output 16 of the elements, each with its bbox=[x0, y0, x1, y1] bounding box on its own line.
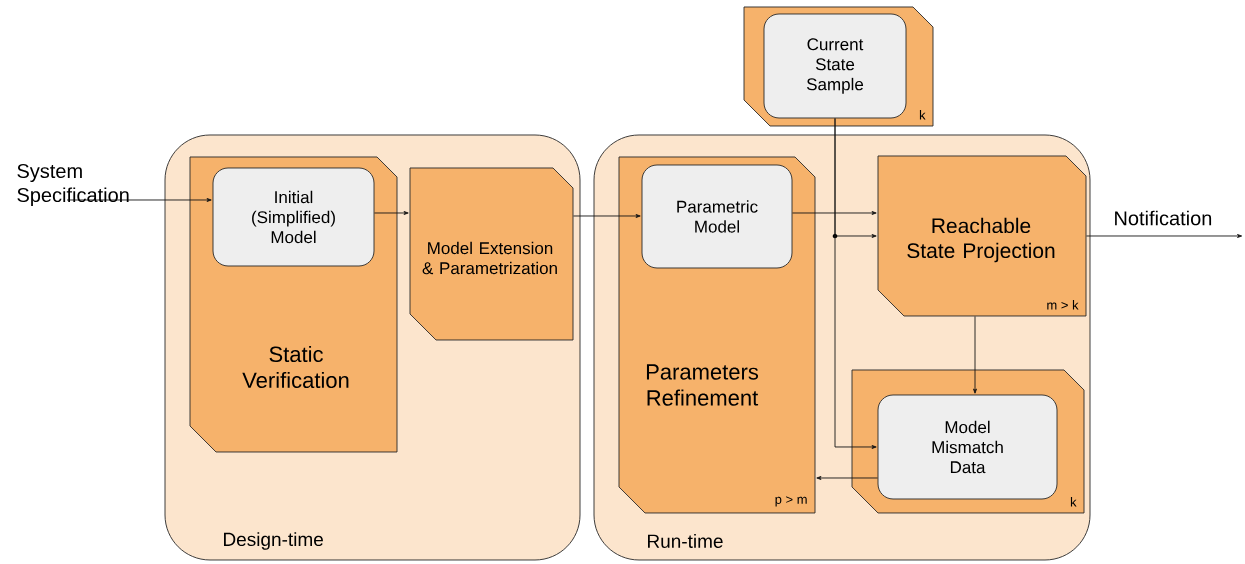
edge-label: Notification bbox=[1115, 210, 1212, 226]
arrow bbox=[573, 214, 641, 218]
model-box: Initial (Simplified) Model bbox=[212, 167, 375, 267]
arrow bbox=[374, 211, 409, 215]
model-box: Parametric Model bbox=[641, 164, 793, 269]
arrow bbox=[973, 316, 977, 394]
process-card: Reachable State Projection m > k bbox=[877, 155, 1087, 317]
process-card: Model Extension & Parametrization bbox=[409, 167, 574, 341]
model-box: Model Mismatch Data bbox=[877, 394, 1058, 500]
arrow bbox=[816, 476, 878, 480]
arrow bbox=[1086, 234, 1243, 238]
edge-label: System Specification bbox=[17, 163, 129, 207]
arrow bbox=[66, 198, 212, 202]
arrow bbox=[834, 118, 877, 449]
model-box: Current State Sample bbox=[763, 13, 907, 119]
arrow bbox=[792, 211, 877, 215]
